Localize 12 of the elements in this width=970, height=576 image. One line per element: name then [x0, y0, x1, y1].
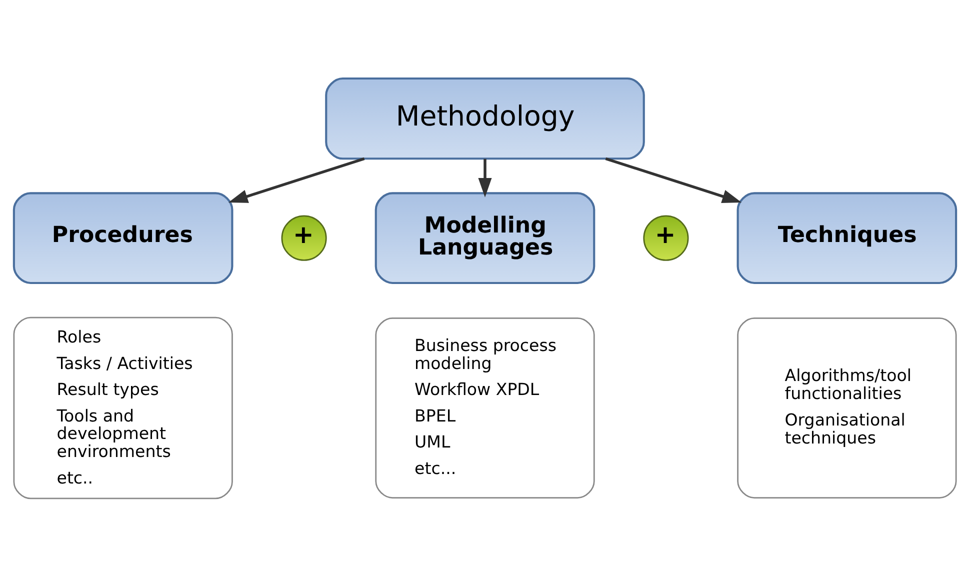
arrow — [605, 156, 742, 202]
node-box: Algorithms/tool functionalities Organisational techniques — [737, 317, 957, 498]
node-box: Techniques — [736, 192, 958, 284]
node-box: Procedures — [12, 192, 234, 284]
arrow — [228, 156, 365, 202]
arrow — [478, 158, 492, 197]
node-box: Business process modeling Workflow XPDL BPEL UML etc... — [375, 317, 595, 498]
node-circle: + — [643, 214, 689, 260]
node-box: Modelling Languages — [374, 192, 596, 284]
node-box: Methodology — [325, 77, 645, 160]
node-circle: + — [281, 214, 327, 260]
node-box: Roles Tasks / Activities Result types Tools and development environments etc.. — [13, 316, 233, 499]
